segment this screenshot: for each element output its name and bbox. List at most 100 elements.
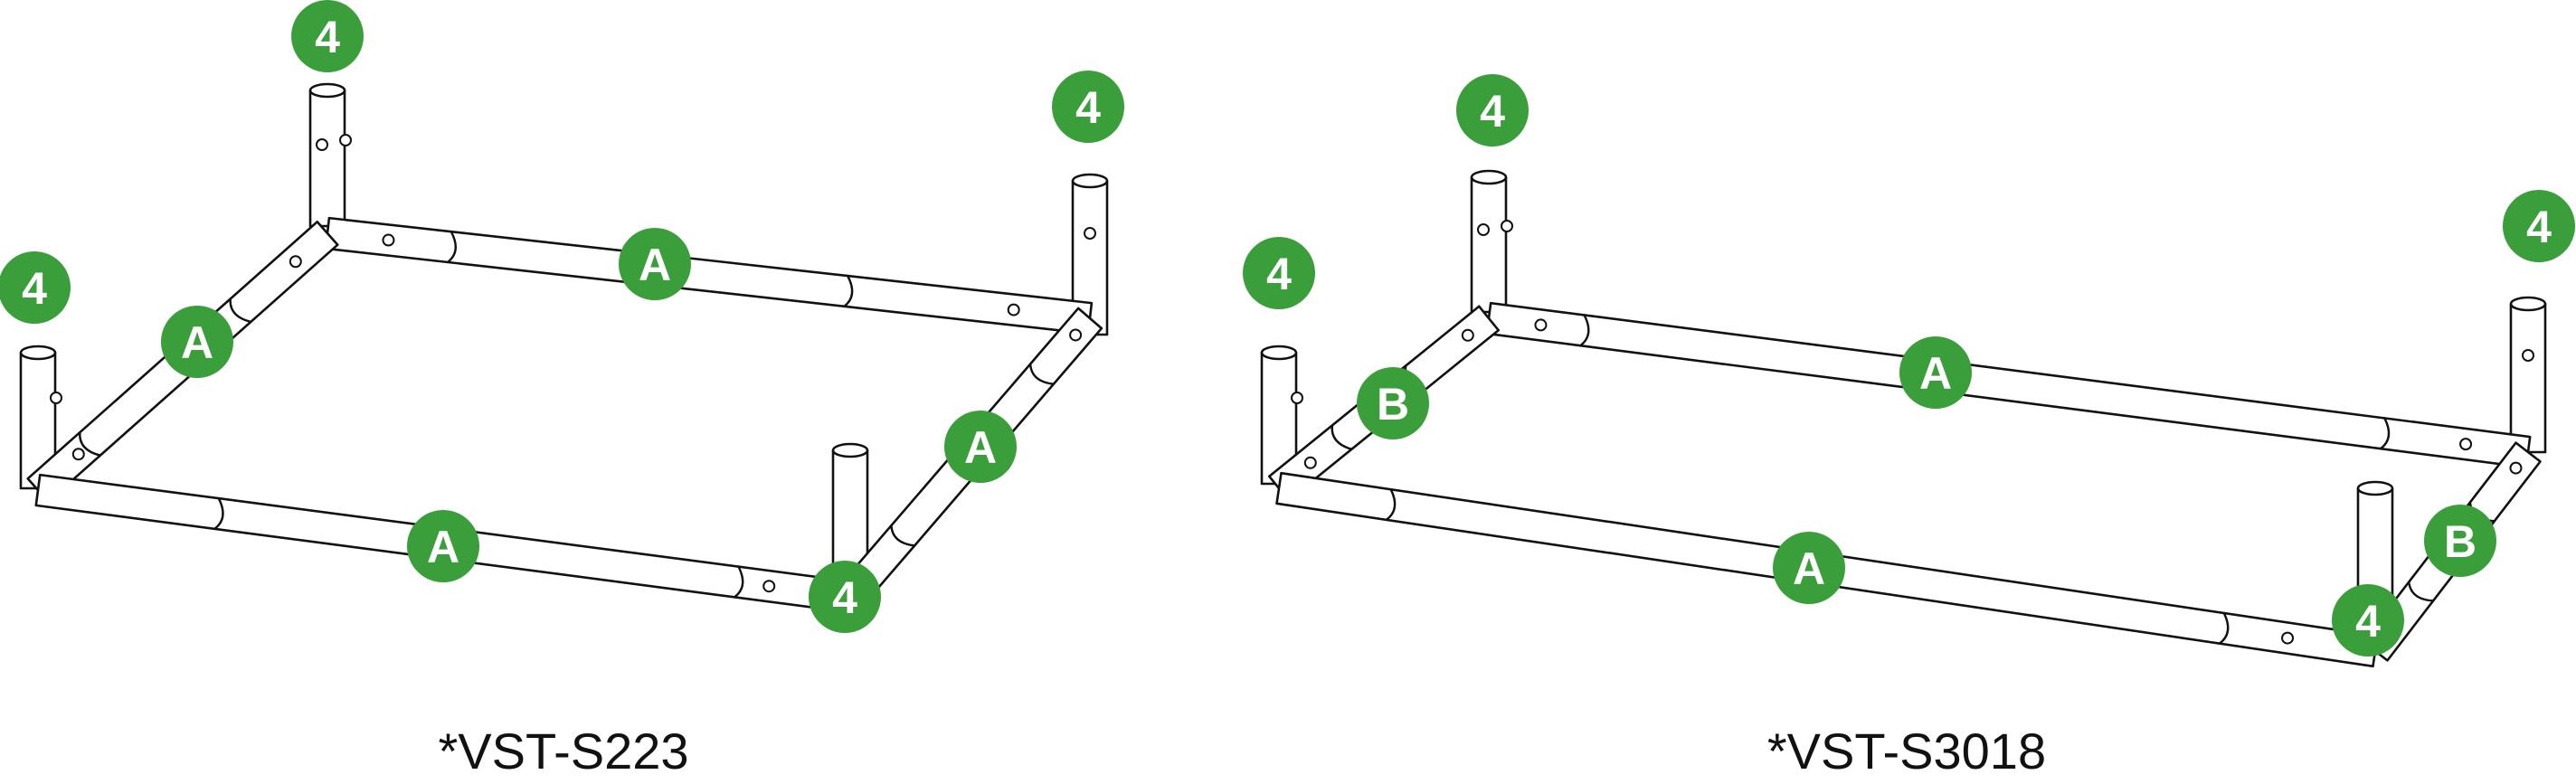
frame-2-part-badge: 4 [1456, 74, 1529, 146]
frame-1-back-left-post-bolt-hole [339, 134, 352, 146]
frame-2-front-left-post-bolt-hole [1291, 392, 1303, 404]
frame-2-part-badge: A [1773, 532, 1845, 604]
badge-label: 4 [1480, 86, 1505, 137]
frame-2-front-right-post-cap [2356, 480, 2394, 496]
frame-2-back-rail-joint-seam [2379, 417, 2391, 450]
frame-1-back-left-post-bolt-hole [316, 138, 328, 151]
badge-label: B [2444, 516, 2477, 567]
frame-2-right-rail-joint-seam [2408, 581, 2435, 602]
frame-2-back-left-post-cap [1470, 169, 1508, 185]
frame-1-back-rail [324, 216, 1094, 335]
frame-2-part-badge: B [2424, 505, 2496, 577]
frame-1-left-rail-bolt-hole [71, 448, 85, 461]
badge-label: A [639, 240, 671, 290]
frame-2-back-rail-bolt-hole [1534, 318, 1548, 332]
badge-label: 4 [2355, 596, 2381, 647]
badge-label: 4 [315, 12, 340, 62]
frame-1-caption: *VST-S223 [438, 723, 688, 779]
frame-2-back-right-post-bolt-hole [2522, 349, 2534, 362]
frame-2-back-left-post-bolt-hole [1477, 223, 1490, 236]
frame-1-part-badge: A [161, 306, 233, 378]
badge-circle [161, 306, 233, 378]
frame-1-left-rail-joint-seam [229, 298, 252, 324]
frame-1-part-badge: A [407, 510, 479, 582]
frame-1-part-badge: A [619, 228, 691, 300]
frame-1-back-right-post-bolt-hole [1084, 227, 1096, 240]
badge-label: 4 [22, 263, 47, 314]
frame-2-part-badge: A [1899, 336, 1972, 409]
badge-circle [2503, 190, 2575, 262]
badge-circle [407, 510, 479, 582]
badge-label: A [964, 422, 997, 473]
frame-1-back-rail-bolt-hole [1007, 303, 1020, 316]
badge-label: 4 [1266, 249, 1292, 299]
frame-1-part-badge: A [944, 411, 1017, 483]
frame-1-part-badge: 4 [0, 251, 71, 324]
frame-2-back-rail [1485, 301, 2532, 469]
frame-1-left-rail-bolt-hole [289, 255, 302, 269]
badge-label: A [181, 317, 213, 368]
frame-1-front-rail-joint-seam [213, 496, 224, 531]
frame-1-right-rail-joint-seam [1028, 363, 1056, 385]
frame-2-left-rail-joint-seam [1331, 424, 1353, 451]
badge-circle [1357, 367, 1429, 439]
badge-circle [809, 561, 881, 633]
badge-circle [291, 0, 364, 72]
frames-layer [19, 82, 2547, 668]
badge-label: 4 [832, 572, 857, 623]
frame-1-front-right-post-cap [831, 442, 869, 458]
frame-2-left-rail-bolt-hole [1303, 456, 1317, 469]
frame-2-left-rail-bolt-hole [1461, 328, 1474, 342]
frame-1-back-rail-bolt-hole [382, 233, 395, 247]
frame-1-front-rail-bolt-hole [762, 580, 776, 593]
frame-2-back-rail-bolt-hole [2459, 438, 2473, 451]
badge-label: A [1919, 348, 1952, 399]
frame-1-front-left-post-cap [19, 345, 57, 361]
frame-1-part-badge: 4 [809, 561, 881, 633]
frame-2-back-rail-joint-seam [1579, 314, 1590, 347]
frame-2-front-rail-bolt-hole [2281, 631, 2295, 645]
badge-label: 4 [2526, 202, 2552, 252]
frame-2-back-left-post-bolt-hole [1501, 220, 1513, 232]
frame-2-front-rail-joint-seam [2218, 611, 2230, 645]
frame-1-back-left-post [308, 89, 346, 228]
frame-2-part-badge: 4 [2503, 190, 2575, 262]
frame-1-part-badge: 4 [291, 0, 364, 72]
frame-1-back-left-post-cap [308, 82, 346, 99]
frame-2-part-badge: 4 [1243, 237, 1315, 309]
badge-circle [1052, 71, 1124, 143]
badge-circle [1773, 532, 1845, 604]
frame-1-front-left-post-bolt-hole [50, 392, 62, 404]
badge-circle [2424, 505, 2496, 577]
badge-circle [2332, 584, 2404, 656]
frame-2-right-rail-bolt-hole [2509, 461, 2523, 475]
badge-label: A [1793, 543, 1825, 594]
badge-circle [1456, 74, 1529, 146]
captions-layer: *VST-S223 *VST-S3018 [438, 723, 2046, 779]
badge-circle [1899, 336, 1972, 409]
frame-2-part-badge: 4 [2332, 584, 2404, 656]
badge-label: B [1377, 379, 1409, 430]
badge-circle [1243, 237, 1315, 309]
frame-2-back-right-post-cap [2509, 296, 2547, 312]
frame-2-back-right-post [2509, 302, 2547, 454]
frame-2-caption: *VST-S3018 [1767, 723, 2046, 779]
frame-1-part-badge: 4 [1052, 71, 1124, 143]
frame-1-left-rail-joint-seam [79, 430, 102, 457]
frame-1-back-right-post-cap [1071, 173, 1109, 189]
frame-1-right-rail-bolt-hole [1069, 328, 1083, 342]
frame-2-part-badge: B [1357, 367, 1429, 439]
frame-1-back-rail-joint-seam [446, 230, 457, 264]
badge-circle [619, 228, 691, 300]
frame-2-front-left-post-cap [1260, 345, 1298, 361]
badge-label: A [427, 522, 459, 572]
frame-1-right-rail-joint-seam [890, 524, 916, 547]
badge-circle [944, 411, 1017, 483]
frame-1-front-rail-joint-seam [733, 565, 744, 599]
frame-2-front-rail-joint-seam [1385, 487, 1397, 522]
badge-circle [0, 251, 71, 324]
frame-2-back-left-post [1470, 175, 1508, 314]
badge-label: 4 [1075, 82, 1101, 133]
